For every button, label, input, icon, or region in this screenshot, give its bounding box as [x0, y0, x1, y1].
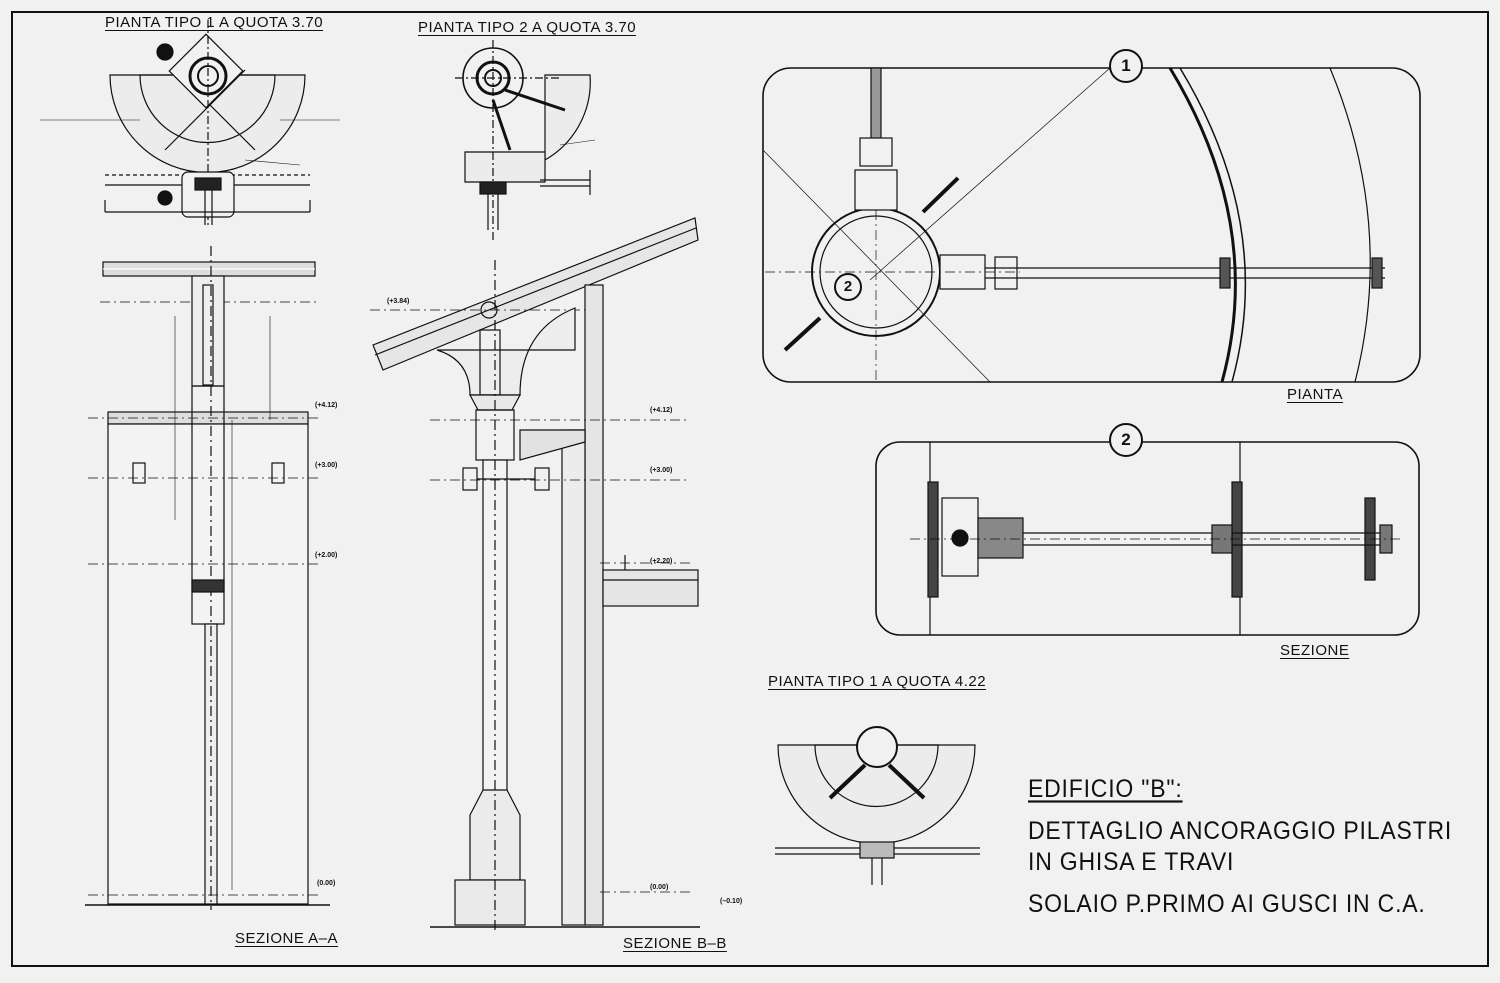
level-aa-300: (+3.00): [315, 462, 338, 469]
section-bb-drawing: [370, 217, 700, 930]
level-bb-gronda: (+3.84): [387, 298, 410, 305]
plan-1-title: PIANTA TIPO 1 A QUOTA 3.70: [105, 14, 324, 31]
level-bb-300: (+3.00): [650, 467, 673, 474]
plan-1-drawing: [40, 20, 340, 225]
section-aa-title: SEZIONE A–A: [235, 930, 339, 947]
plan-2-title: PIANTA TIPO 2 A QUOTA 3.70: [418, 19, 637, 36]
level-bb-000: (0.00): [650, 884, 669, 891]
pianta-title: PIANTA: [1287, 386, 1344, 403]
level-aa-200: (+2.00): [315, 552, 338, 559]
detail-marker-2-small: 2: [834, 273, 862, 301]
level-bb-220: (+2.20): [650, 558, 673, 565]
detail-marker-1: 1: [1109, 49, 1143, 83]
description-line-3: SOLAIO P.PRIMO AI GUSCI IN C.A.: [1028, 889, 1426, 918]
section-bb-title: SEZIONE B–B: [623, 935, 727, 952]
description-line-1: DETTAGLIO ANCORAGGIO PILASTRI: [1028, 816, 1453, 845]
section-aa-drawing: [85, 246, 330, 910]
detail-2-drawing: [875, 441, 1420, 636]
building-title: EDIFICIO "B":: [1028, 774, 1183, 803]
plan-3-title: PIANTA TIPO 1 A QUOTA 4.22: [768, 673, 987, 690]
detail-marker-2: 2: [1109, 423, 1143, 457]
level-bb-412: (+4.12): [650, 407, 673, 414]
level-aa-412: (+4.12): [315, 402, 338, 409]
plan-2-drawing: [455, 40, 596, 240]
detail-1-drawing: [762, 67, 1421, 383]
sezione-title: SEZIONE: [1280, 642, 1350, 659]
description-line-2: IN GHISA E TRAVI: [1028, 847, 1235, 876]
plan-3-drawing: [775, 726, 980, 885]
level-aa-000: (0.00): [317, 880, 336, 887]
level-bb-m010: (–0.10): [720, 898, 743, 905]
